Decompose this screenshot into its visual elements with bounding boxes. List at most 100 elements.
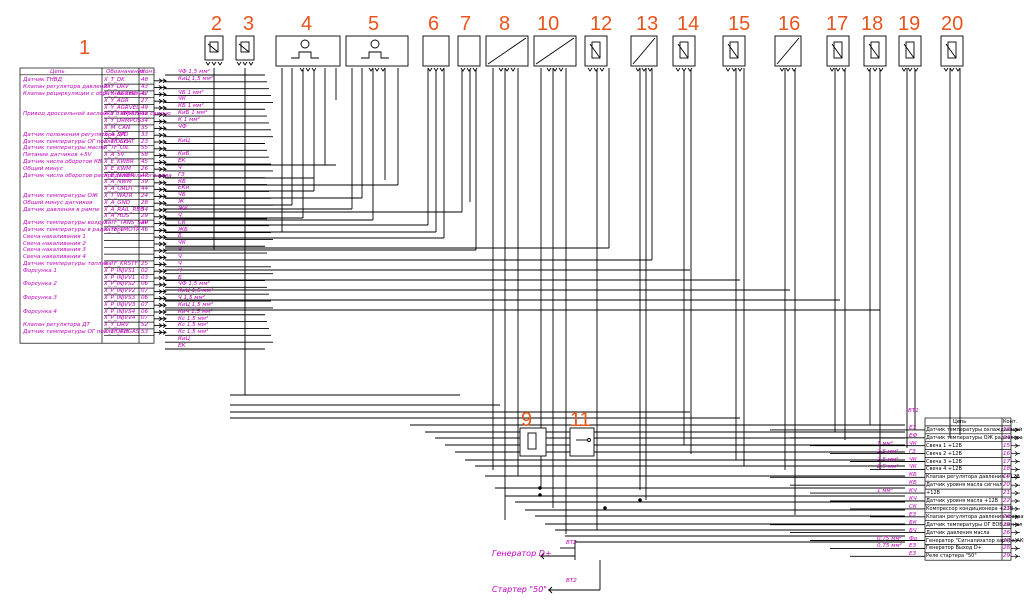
sensor-19-pin xyxy=(907,67,913,72)
left-table-row-designation: X_A_5V xyxy=(104,152,125,159)
wire-color-label: КиБ xyxy=(178,151,190,158)
wire-color-label: Ч 1,5 мм² xyxy=(178,295,205,302)
pin-arrow xyxy=(158,200,163,206)
left-table-row-circuit: Датчик ТНВД xyxy=(23,77,62,84)
left-table-row-designation: X_M_CAN xyxy=(104,124,131,131)
sensor-8-pin xyxy=(504,67,510,72)
left-table-row-designation: X_T_WATR xyxy=(104,192,133,199)
left-table-row-circuit: Свеча накаливания 3 xyxy=(23,247,86,254)
sensor-19-diag xyxy=(903,43,915,59)
pin-arrow xyxy=(158,207,163,213)
wire-color-label: Ч xyxy=(178,260,182,267)
bt1-wire-color: ЕЗ xyxy=(909,543,917,550)
left-table-row-designation: X_A_GND xyxy=(104,199,131,206)
tables-layer xyxy=(19,67,1020,561)
sensor-3-pin xyxy=(248,61,254,66)
component-number-5: 5 xyxy=(368,13,380,35)
left-table-row-contact: 35 xyxy=(141,124,149,131)
left-table-row-contact: 02 xyxy=(141,267,149,274)
wire-color-label: ЕКи xyxy=(178,185,190,192)
wire-color-label: ЕК xyxy=(178,158,186,165)
pin-arrow xyxy=(162,166,167,172)
component-number-12: 12 xyxy=(590,13,613,35)
left-table-row-contact: 07 xyxy=(141,315,149,322)
pin-arrow xyxy=(158,85,163,90)
left-table-row-designation: X_TF_KRSTF xyxy=(104,260,138,267)
left-table-row-contact: 06 xyxy=(141,294,149,301)
left-table-row-designation: X_A_ORDT xyxy=(104,186,134,193)
wire-color-label: Ч xyxy=(178,164,182,171)
sensor-12-symbol xyxy=(591,41,601,59)
wire-color-label: Кс 1,5 мм² xyxy=(178,329,209,336)
pin-arrow xyxy=(158,132,163,138)
left-table-row-circuit: Привод дроссельной заслонки с обратной с… xyxy=(23,111,171,118)
pin-arrow xyxy=(162,316,167,322)
right-pin-arrow xyxy=(1014,522,1019,527)
wire-color-label: Ж xyxy=(178,199,185,206)
component-number-9: 9 xyxy=(521,409,533,431)
connector-bt2-generator: ВТ2 xyxy=(566,540,577,546)
right-table-row-contact: 22 xyxy=(1003,498,1011,504)
bt1-wire-color: ЕЗ xyxy=(909,511,917,518)
pin-arrow xyxy=(158,296,163,301)
wire-color-label: ЧК xyxy=(178,240,186,247)
sensor-13-pin xyxy=(647,67,653,72)
pin-arrow xyxy=(162,234,167,240)
left-table-row-circuit: Общий минус датчиков xyxy=(23,199,93,206)
junction-dot xyxy=(538,486,542,490)
left-table-row-contact: 23 xyxy=(141,138,149,145)
sensor-3-pin xyxy=(242,61,248,66)
sensor-18-pin xyxy=(872,67,878,72)
sensor-18-diag xyxy=(868,43,880,59)
right-table-row-circuit: Свеча 1 +12В xyxy=(926,442,962,449)
pin-arrow xyxy=(158,194,163,199)
pin-arrow xyxy=(158,282,163,288)
bt1-wire-color: КЧ xyxy=(909,496,917,502)
sensor-14-pin xyxy=(687,67,693,72)
left-table-row-circuit: Клапан регулятора ДТ xyxy=(23,322,90,329)
pin-arrow xyxy=(162,98,167,104)
pin-arrow xyxy=(158,180,163,186)
pin-arrow xyxy=(162,194,167,199)
left-table-row-circuit: Датчик температуры топлива xyxy=(23,260,112,267)
right-pin-arrow xyxy=(1014,490,1019,496)
pin-arrow xyxy=(162,268,167,274)
pin-arrow xyxy=(158,302,163,308)
pin-arrow xyxy=(158,248,163,254)
wire-color-label: ЧФ 1,5 мм² xyxy=(178,281,210,288)
left-table-row-designation: X_P_INJVV1 xyxy=(104,274,136,281)
left-table-row-designation: X_Y_DRMPOS xyxy=(104,118,142,125)
sensor-12-diag xyxy=(589,43,601,59)
pin-arrow xyxy=(162,132,167,138)
sensor-17-symbol xyxy=(833,41,843,59)
left-table-row-designation: X_P_INJVS2 xyxy=(104,281,136,288)
left-table-row-contact: 40 xyxy=(141,220,149,227)
right-table-header-contact: Конт. xyxy=(1003,419,1018,425)
pin-arrow xyxy=(158,289,163,294)
bt1-wire-color: ЧК xyxy=(909,440,917,447)
pin-arrow xyxy=(158,255,163,260)
right-table-header-circuit: Цепь xyxy=(953,419,967,425)
left-table-row-contact: 54 xyxy=(141,206,149,213)
sensor-18-symbol xyxy=(870,41,880,59)
wire-color-label: КиБ 1 мм² xyxy=(178,110,208,117)
bt1-wire-color: БЧ xyxy=(909,527,917,534)
pin-arrow xyxy=(162,180,167,186)
bt1-wire-size: 2,5 мм² xyxy=(877,448,899,455)
generator-label: Генератор D+ xyxy=(492,549,552,558)
bt1-wire-color: КБ xyxy=(909,472,917,479)
sensor-12-pin xyxy=(593,67,599,72)
sensor-14-pin xyxy=(675,67,681,72)
left-table-row-contact: 29 xyxy=(141,213,149,220)
left-table-row-contact: 45 xyxy=(141,158,149,165)
left-table-row-contact: 47 xyxy=(141,172,149,179)
left-table-row-contact: 27 xyxy=(141,97,149,104)
actuator-4-body xyxy=(275,35,341,67)
sensor-16-pin xyxy=(785,67,791,72)
component-number-6: 6 xyxy=(428,13,440,35)
component-number-13: 13 xyxy=(636,13,659,35)
pin-arrow xyxy=(162,119,167,124)
wire-color-label: ЕК xyxy=(178,343,186,349)
right-table-row-circuit: Датчик температуры охлаждающей жидкости xyxy=(926,426,1024,433)
pin-arrow xyxy=(158,187,163,192)
